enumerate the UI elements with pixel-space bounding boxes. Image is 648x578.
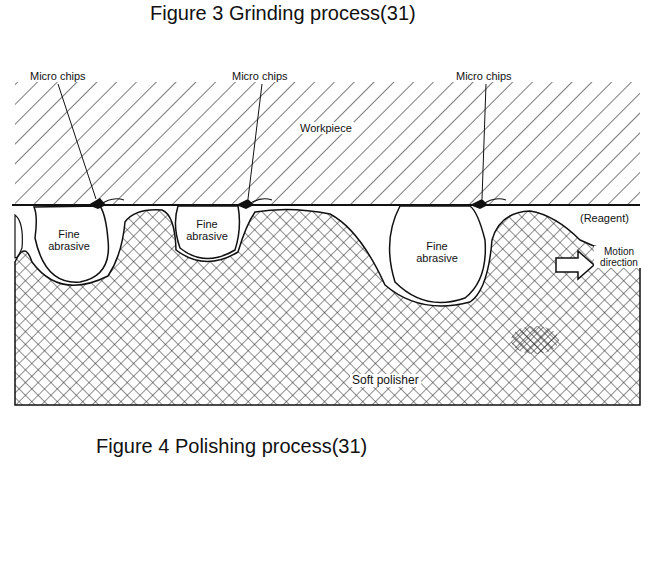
workpiece-surface (12, 204, 640, 206)
figure-caption: Figure 3 Grinding process(31) (150, 2, 416, 24)
particle-label: Fine abrasive (44, 228, 94, 252)
motion-label: Motion direction (594, 246, 644, 268)
chip-crack (100, 199, 506, 205)
abrasive-particle (390, 206, 486, 302)
abrasive-particle (175, 206, 239, 259)
motion-arrow (556, 251, 594, 279)
part-label: (Reagent) (580, 212, 629, 224)
leader-line (58, 84, 486, 199)
soft-polisher (15, 209, 640, 405)
abrasive-particle (34, 206, 108, 282)
micro-chip (88, 198, 488, 209)
polisher-dense-patch (511, 326, 559, 354)
figure-caption: Figure 4 Polishing process(31) (96, 435, 367, 457)
particle-label: Fine abrasive (412, 240, 462, 264)
part-label: Workpiece (298, 122, 354, 134)
workpiece-hatch (15, 82, 640, 205)
callout-label: Micro chips (456, 70, 512, 82)
particle-label: Fine abrasive (182, 218, 232, 242)
part-label: Soft polisher (350, 374, 421, 387)
callout-label: Micro chips (30, 70, 86, 82)
callout-label: Micro chips (232, 70, 288, 82)
abrasive-particle (15, 215, 22, 258)
